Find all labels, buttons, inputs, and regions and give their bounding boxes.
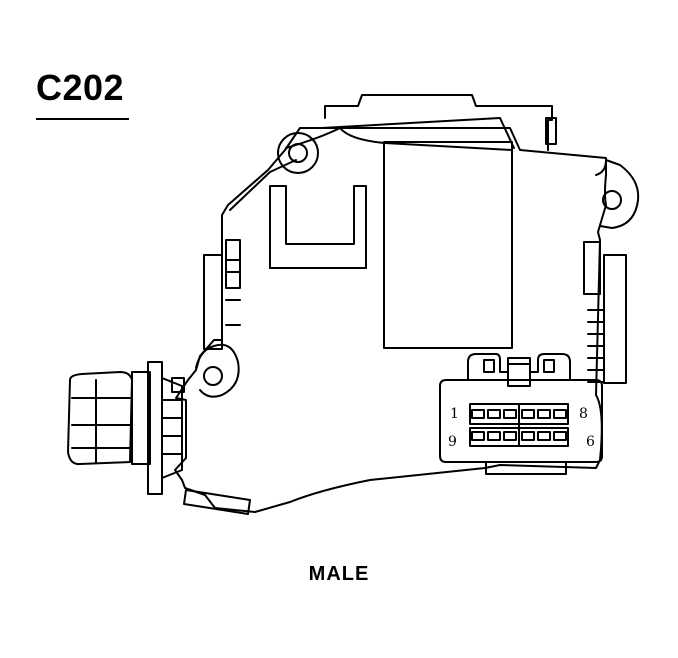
mounting-ear-upper-left [277, 132, 319, 174]
connector-c202 [439, 353, 603, 475]
pin-label-top-right: 8 [579, 406, 588, 422]
housing-inner-edge [285, 127, 513, 151]
housing-outline [174, 127, 607, 513]
connector-id: C202 [36, 67, 125, 108]
connector-id-underline [36, 118, 129, 120]
bottom-flange [183, 489, 251, 515]
mounting-ear-upper-right [595, 159, 640, 229]
right-side-tab [583, 241, 627, 384]
u-channel [269, 185, 367, 269]
top-cover [321, 94, 557, 151]
left-side-tab [203, 239, 241, 350]
gender-label: MALE [308, 563, 370, 585]
pin-label-top-left: 1 [450, 406, 459, 422]
pin-label-bottom-right: 6 [586, 434, 595, 450]
pin-label-bottom-left: 9 [448, 434, 457, 450]
housing-bevel [229, 159, 297, 211]
side-plug [67, 361, 185, 495]
mounting-ear-lower-left [195, 343, 240, 398]
central-block [383, 141, 513, 349]
